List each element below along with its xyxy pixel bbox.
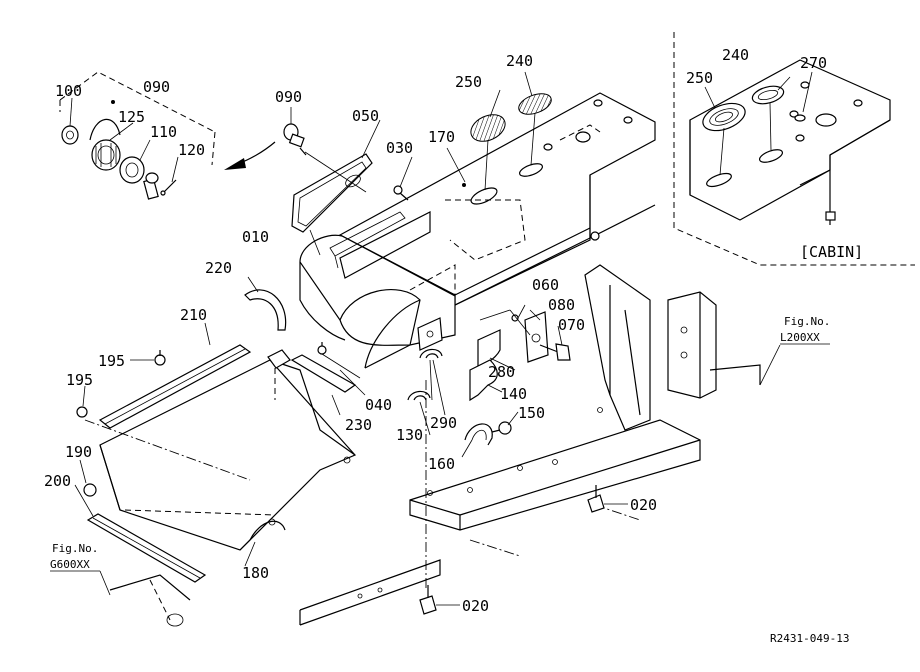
- clip-under-floor: [267, 349, 291, 400]
- fig-ref-left-code: G600XX: [50, 558, 90, 571]
- label-190: 190: [65, 443, 92, 461]
- label-250-a: 250: [455, 73, 482, 91]
- lower-left-support: [109, 574, 191, 627]
- drawing-number: R2431-049-13: [770, 632, 849, 645]
- rail-210: [98, 344, 252, 429]
- fig-ref-left-label: Fig.No.: [52, 542, 98, 555]
- label-130: 130: [396, 426, 423, 444]
- bolt-150: [491, 421, 512, 435]
- bolt-070: [539, 343, 571, 361]
- label-160: 160: [428, 455, 455, 473]
- label-050: 050: [352, 107, 379, 125]
- clamp-160: [464, 423, 493, 446]
- strip-200: [86, 513, 207, 583]
- label-195-a: 195: [98, 352, 125, 370]
- label-250-b: 250: [686, 69, 713, 87]
- label-290: 290: [430, 414, 457, 432]
- bracket-140: [469, 309, 511, 402]
- bracket-220: [244, 289, 287, 331]
- label-280: 280: [488, 363, 515, 381]
- bolt-195-a: [154, 350, 166, 366]
- bolt-190: [83, 483, 97, 497]
- label-020-a: 020: [630, 496, 657, 514]
- label-240-a: 240: [506, 52, 533, 70]
- label-195-b: 195: [66, 371, 93, 389]
- bracket-080-060: [509, 309, 549, 363]
- label-180: 180: [242, 564, 269, 582]
- label-200: 200: [44, 472, 71, 490]
- label-070: 070: [558, 316, 585, 334]
- cabin-label: [CABIN]: [800, 243, 863, 261]
- label-060: 060: [532, 276, 559, 294]
- label-040: 040: [365, 396, 392, 414]
- fig-ref-right-code: L200XX: [780, 331, 820, 344]
- frame-chassis: [299, 264, 761, 626]
- clip-290: [419, 348, 443, 401]
- label-170: 170: [428, 128, 455, 146]
- key-switch-assembly: [59, 71, 216, 200]
- label-120: 120: [178, 141, 205, 159]
- label-010: 010: [242, 228, 269, 246]
- part-labels: 100 090 125 110 120 090 050 030 170 250 …: [44, 46, 827, 615]
- label-030: 030: [386, 139, 413, 157]
- label-090-b: 090: [275, 88, 302, 106]
- label-270: 270: [800, 54, 827, 72]
- panel-plate-050: [283, 123, 373, 233]
- label-230: 230: [345, 416, 372, 434]
- label-150: 150: [518, 404, 545, 422]
- clip-130: [407, 390, 431, 401]
- fig-ref-right-label: Fig.No.: [784, 315, 830, 328]
- upper-cover-010: [299, 92, 656, 369]
- leader-lines: [50, 71, 813, 606]
- label-080: 080: [548, 296, 575, 314]
- direction-arrow: [224, 141, 276, 170]
- label-110: 110: [150, 123, 177, 141]
- label-020-b: 020: [462, 597, 489, 615]
- bolt-040: [317, 342, 361, 379]
- label-210: 210: [180, 306, 207, 324]
- bolt-195-b: [76, 406, 88, 418]
- label-240-b: 240: [722, 46, 749, 64]
- label-100: 100: [55, 82, 82, 100]
- label-090-a: 090: [143, 78, 170, 96]
- label-220: 220: [205, 259, 232, 277]
- floor-plate-180: [84, 359, 357, 551]
- label-125: 125: [118, 108, 145, 126]
- cabin-inset: [673, 32, 915, 266]
- grommet-240-main: [518, 93, 552, 166]
- figure-references: Fig.No. L200XX Fig.No. G600XX: [50, 315, 830, 571]
- label-140: 140: [500, 385, 527, 403]
- grommet-250-main: [470, 114, 506, 191]
